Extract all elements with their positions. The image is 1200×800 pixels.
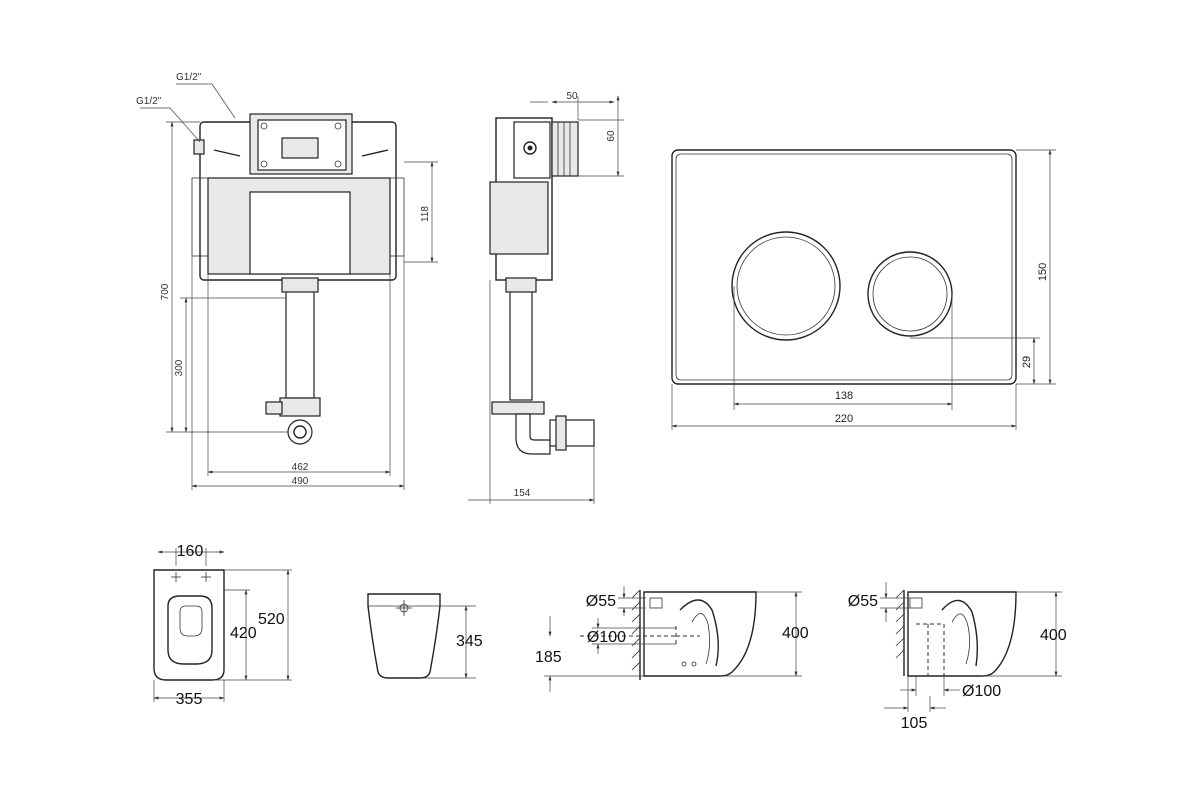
dim-inlet-2: Ø55 xyxy=(848,593,878,610)
dim-plate-height: 150 xyxy=(1037,263,1049,281)
toilet-back-view: 345 xyxy=(367,593,483,679)
toilet-bowl-side-2 xyxy=(907,591,1017,677)
dim-height-2: 400 xyxy=(1040,627,1067,644)
dim-side-top-width: 50 xyxy=(566,91,578,102)
toilet-seat-opening xyxy=(167,595,213,665)
dim-outlet-height: 300 xyxy=(174,359,185,376)
flush-button-large xyxy=(731,231,841,341)
dim-right-height: 118 xyxy=(420,206,431,222)
dim-cistern-height: 700 xyxy=(160,283,171,300)
dim-inlet-1: Ø55 xyxy=(586,593,616,610)
dim-height-1: 400 xyxy=(782,625,809,642)
side-inlet-connector xyxy=(551,121,579,177)
dim-outlet-2: Ø100 xyxy=(962,683,1001,700)
flush-button-small xyxy=(867,251,953,337)
dim-plate-width: 220 xyxy=(835,413,853,425)
toilet-side-view-2: Ø55 Ø100 105 400 xyxy=(848,582,1067,732)
toilet-bowl-side-1 xyxy=(643,591,757,677)
dim-buttons-span: 138 xyxy=(835,390,853,402)
dim-outlet-1: Ø100 xyxy=(587,629,626,646)
outlet-valve xyxy=(287,419,313,445)
dim-button-offset: 29 xyxy=(1021,356,1033,368)
thread-label-top: G1/2" xyxy=(176,72,202,83)
flush-plate-view: 150 29 138 220 xyxy=(671,149,1056,430)
dim-seat-length: 420 xyxy=(230,625,257,642)
flush-pipe xyxy=(285,279,315,399)
dim-back-height: 345 xyxy=(456,633,483,650)
cistern-front-view: G1/2" G1/2" 700 300 118 462 490 xyxy=(136,72,438,490)
side-pipe xyxy=(509,279,533,401)
dim-outlet-offset: 105 xyxy=(901,715,928,732)
thread-label-left: G1/2" xyxy=(136,96,162,107)
flush-plate xyxy=(671,149,1017,385)
dim-hole-spacing: 160 xyxy=(177,543,204,560)
water-inlet xyxy=(193,139,205,155)
dim-toilet-length: 520 xyxy=(258,611,285,628)
dim-toilet-width: 355 xyxy=(176,691,203,708)
dim-outlet-height: 185 xyxy=(535,649,562,666)
dim-inner-width: 462 xyxy=(292,462,309,473)
toilet-side-view-1: Ø55 Ø100 185 400 xyxy=(535,586,809,692)
cistern-side-view: 50 60 154 xyxy=(468,91,624,504)
toilet-top-view: 160 520 420 355 xyxy=(153,543,292,708)
dim-outer-width: 490 xyxy=(292,476,309,487)
dim-side-top-height: 60 xyxy=(606,130,617,142)
dim-side-depth: 154 xyxy=(514,488,531,499)
side-bend xyxy=(515,413,551,455)
